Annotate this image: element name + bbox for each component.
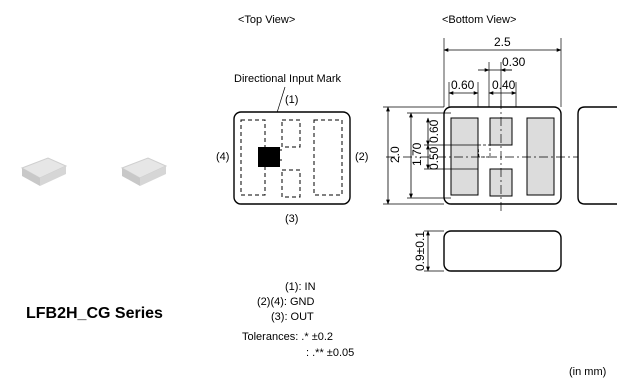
pin1-label: (1) (285, 94, 298, 106)
dim-width: 2.5 (494, 35, 511, 49)
top-view-body (233, 111, 351, 205)
legend-pin24: (2)(4): GND (257, 296, 315, 308)
directional-mark-label: Directional Input Mark (234, 73, 341, 85)
pin3-dashed (281, 169, 301, 198)
pin1-dashed (281, 119, 301, 148)
legend-pin3: (3): OUT (271, 311, 314, 323)
top-view-label: <Top View> (238, 14, 295, 26)
chip-photo-left (20, 157, 68, 186)
dim-030: 0.30 (502, 55, 526, 69)
dim-thickness: 0.9±0.1 (413, 231, 427, 271)
adjacent-part-outline (577, 106, 617, 205)
pad-right (526, 117, 555, 196)
dim-060-top: 0.60 (451, 78, 475, 92)
series-title: LFB2H_CG Series (26, 305, 163, 322)
dim-060-side: 0.60 (427, 119, 441, 143)
dim-170: 1.70 (410, 142, 424, 166)
dim-height: 2.0 (388, 146, 402, 163)
chip-photo-right (120, 157, 168, 186)
pin2-label: (2) (355, 151, 368, 163)
pad-left (450, 117, 479, 196)
pin2-dashed (313, 119, 343, 196)
directional-input-mark (258, 147, 280, 167)
pin3-label: (3) (285, 213, 298, 225)
tolerance-line1: Tolerances: .* ±0.2 (242, 331, 333, 343)
dim-040: 0.40 (492, 78, 516, 92)
tolerance-line2: : .** ±0.05 (306, 347, 354, 359)
bottom-view-label: <Bottom View> (442, 14, 516, 26)
pin4-label: (4) (216, 151, 229, 163)
dim-050: 0.50 (427, 146, 441, 170)
side-view-body (443, 230, 562, 272)
legend-pin1: (1): IN (285, 281, 316, 293)
unit-note: (in mm) (569, 366, 606, 378)
